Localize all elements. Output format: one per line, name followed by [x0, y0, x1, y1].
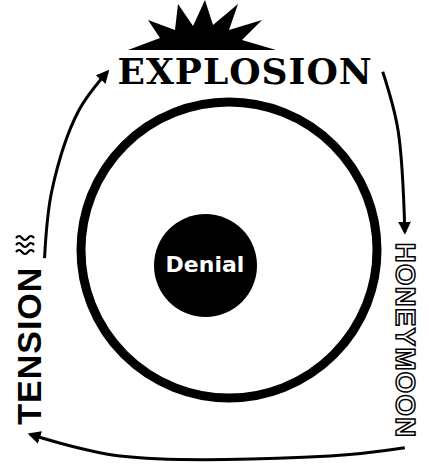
stage-label: HONEYMOON [387, 238, 422, 442]
squiggle-line [16, 236, 34, 240]
cycle-ring [81, 102, 377, 398]
node-text: HONEYMOON [389, 242, 420, 438]
node-text: EXPLOSION [118, 52, 373, 92]
cycle-arrow [383, 72, 405, 232]
cycle-arrow [45, 72, 108, 258]
cycle-arrow [30, 434, 405, 459]
center-circle: Denial [154, 214, 257, 317]
node-text: TENSION [11, 266, 48, 424]
node-text: Denial [166, 253, 245, 277]
squiggle-line [16, 243, 34, 247]
stage-label: EXPLOSION [114, 50, 377, 94]
stage-label: TENSION [9, 262, 50, 428]
tension-squiggle [16, 236, 34, 254]
explosion-burst [128, 0, 276, 50]
squiggle-line [16, 250, 34, 254]
